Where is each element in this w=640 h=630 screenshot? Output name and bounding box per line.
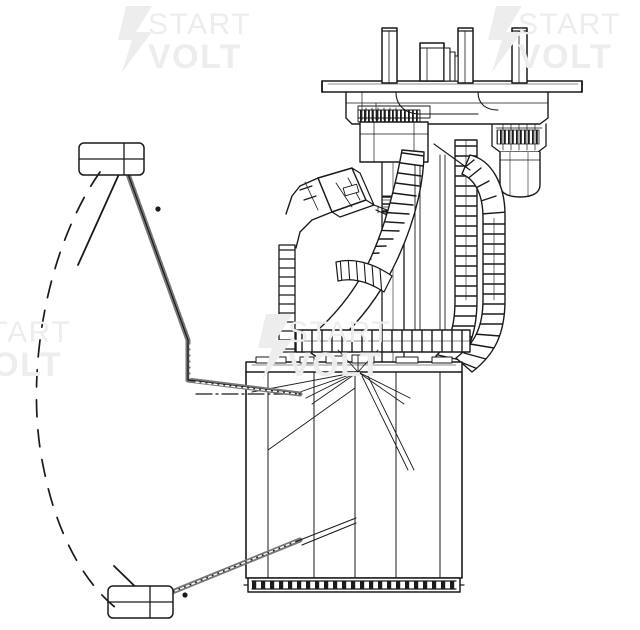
mounting-flange bbox=[321, 80, 583, 125]
corrugated-hose-left-lower bbox=[278, 244, 296, 353]
float-lower bbox=[107, 585, 174, 619]
fuel-outlet-port bbox=[419, 42, 459, 82]
electrical-connector-top bbox=[491, 123, 547, 198]
stud-right bbox=[511, 27, 528, 84]
corrugated-hose-horizontal bbox=[295, 329, 471, 353]
stud-left bbox=[381, 27, 398, 84]
reservoir-base bbox=[243, 577, 465, 593]
reservoir-body bbox=[245, 354, 463, 579]
float-travel-arc bbox=[35, 171, 117, 609]
stud-center bbox=[457, 27, 474, 84]
float-upper bbox=[78, 142, 145, 176]
tube-bundle bbox=[414, 143, 471, 331]
electrical-connector-side bbox=[285, 167, 393, 249]
